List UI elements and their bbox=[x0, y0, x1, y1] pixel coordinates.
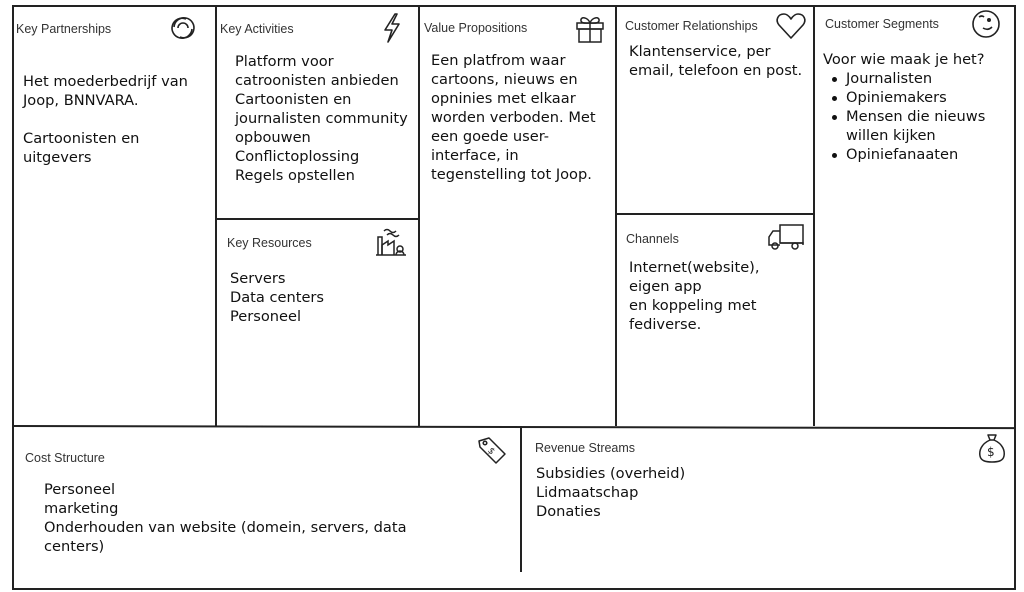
list-item: Mensen die nieuws bbox=[831, 108, 986, 125]
divider-activities-resources bbox=[216, 218, 418, 220]
key-partnerships-title: Key Partnerships bbox=[16, 22, 112, 36]
text-line: journalisten community bbox=[235, 110, 408, 127]
segments-list: Journalisten Opiniemakers Mensen die nie… bbox=[823, 69, 985, 164]
left-border bbox=[12, 5, 14, 589]
text-line: opninies met elkaar bbox=[431, 90, 576, 107]
text-line: opbouwen bbox=[235, 129, 311, 146]
text-line: centers) bbox=[44, 538, 105, 555]
text-line: Cartoonisten en bbox=[235, 91, 352, 108]
text-line: Servers bbox=[230, 270, 286, 287]
revenue-streams-block: Revenue Streams $ Subsidies (overheid) L… bbox=[521, 427, 1014, 587]
divider-partnerships-activities bbox=[215, 5, 217, 426]
text-line: Een platfrom waar bbox=[431, 52, 566, 69]
heart-icon bbox=[774, 9, 808, 43]
list-item: Opiniemakers bbox=[831, 88, 985, 107]
list-item: Journalisten bbox=[831, 69, 985, 88]
revenue-streams-title: Revenue Streams bbox=[535, 441, 636, 455]
blank-line bbox=[23, 110, 188, 129]
text-line: Regels opstellen bbox=[235, 167, 355, 184]
key-resources-content: Servers Data centers Personeel bbox=[230, 269, 324, 326]
segments-intro: Voor wie maak je het? bbox=[823, 51, 985, 68]
divider-relationships-segments bbox=[813, 5, 815, 426]
text-line: Internet(website), bbox=[629, 259, 760, 276]
customer-segments-content: Voor wie maak je het? Journalisten Opini… bbox=[823, 50, 985, 164]
svg-text:$: $ bbox=[987, 445, 995, 459]
customer-relationships-title: Customer Relationships bbox=[625, 19, 758, 33]
text-line: eigen app bbox=[629, 278, 702, 295]
text-line: Lidmaatschap bbox=[536, 484, 639, 501]
divider-activities-value bbox=[418, 5, 420, 426]
truck-icon bbox=[766, 219, 806, 253]
text-line: en koppeling met bbox=[629, 297, 757, 314]
text-line: Subsidies (overheid) bbox=[536, 465, 686, 482]
customer-segments-title: Customer Segments bbox=[825, 17, 939, 31]
text-line: Het moederbedrijf van bbox=[23, 73, 188, 90]
key-activities-title: Key Activities bbox=[220, 22, 294, 36]
svg-text:$: $ bbox=[485, 446, 496, 457]
channels-title: Channels bbox=[626, 232, 679, 246]
text-line: Klantenservice, per bbox=[629, 43, 771, 60]
text-line: cartoons, nieuws en bbox=[431, 71, 578, 88]
channels-block: Channels Internet(website), eigen app en… bbox=[616, 214, 813, 425]
divider-relationships-channels bbox=[616, 213, 813, 215]
text-line: Data centers bbox=[230, 289, 325, 306]
price-tag-icon: $ bbox=[475, 433, 509, 467]
right-border bbox=[1014, 5, 1016, 589]
text-line: email, telefoon en post. bbox=[629, 62, 803, 79]
list-item: Opiniefanaaten bbox=[831, 145, 985, 164]
text-line: Donaties bbox=[536, 503, 601, 520]
text-line: interface, in bbox=[431, 147, 519, 164]
text-line: Joop, BNNVARA. bbox=[23, 92, 139, 109]
key-partnerships-block: Key Partnerships Het moederbedrijf van J… bbox=[13, 6, 215, 425]
text-line: Cartoonisten en bbox=[23, 130, 140, 147]
text-line: uitgevers bbox=[23, 149, 92, 166]
text-line: Personeel bbox=[44, 481, 116, 498]
key-activities-content: Platform voor catroonisten anbieden Cart… bbox=[235, 52, 408, 185]
revenue-streams-content: Subsidies (overheid) Lidmaatschap Donati… bbox=[536, 464, 685, 521]
text-line: tegenstelling tot Joop. bbox=[431, 166, 592, 183]
cost-structure-content: Personeel marketing Onderhouden van webs… bbox=[44, 480, 407, 556]
top-border bbox=[12, 5, 1016, 7]
text-line: Platform voor bbox=[235, 53, 334, 70]
bottom-border bbox=[12, 588, 1016, 590]
list-item-continuation: willen kijken bbox=[846, 127, 936, 144]
text-line: een goede user- bbox=[431, 128, 550, 145]
divider-value-relationships bbox=[615, 5, 617, 426]
money-bag-icon: $ bbox=[975, 431, 1009, 465]
customer-relationships-block: Customer Relationships Klantenservice, p… bbox=[616, 6, 813, 213]
key-resources-title: Key Resources bbox=[227, 236, 312, 250]
text-line: marketing bbox=[44, 500, 119, 517]
value-propositions-title: Value Propositions bbox=[424, 21, 528, 35]
cost-structure-block: Cost Structure $ Personeel marketing Ond… bbox=[13, 427, 520, 587]
key-activities-block: Key Activities Platform voor catrooniste… bbox=[216, 6, 418, 218]
link-icon bbox=[166, 11, 200, 45]
text-line: fediverse. bbox=[629, 316, 702, 333]
key-resources-block: Key Resources Servers Data centers Perso… bbox=[216, 219, 418, 425]
customer-segments-block: Customer Segments Voor wie maak je het? … bbox=[814, 6, 1014, 425]
factory-icon bbox=[374, 225, 408, 259]
value-propositions-block: Value Propositions Een platfrom waar car… bbox=[419, 6, 615, 425]
text-line: Onderhouden van website (domein, servers… bbox=[44, 519, 407, 536]
channels-content: Internet(website), eigen app en koppelin… bbox=[629, 258, 760, 334]
text-line: Personeel bbox=[230, 308, 302, 325]
divider-cost-revenue bbox=[520, 426, 522, 572]
text-line: catroonisten anbieden bbox=[235, 72, 399, 89]
lightning-icon bbox=[379, 11, 405, 45]
customer-relationships-content: Klantenservice, per email, telefoon en p… bbox=[629, 42, 802, 80]
smiley-icon bbox=[969, 7, 1003, 41]
value-propositions-content: Een platfrom waar cartoons, nieuws en op… bbox=[431, 51, 596, 184]
text-line: Conflictoplossing bbox=[235, 148, 360, 165]
key-partnerships-content: Het moederbedrijf van Joop, BNNVARA. Car… bbox=[23, 72, 188, 167]
gift-icon bbox=[573, 11, 607, 45]
text-line: worden verboden. Met bbox=[431, 109, 596, 126]
cost-structure-title: Cost Structure bbox=[25, 451, 105, 465]
